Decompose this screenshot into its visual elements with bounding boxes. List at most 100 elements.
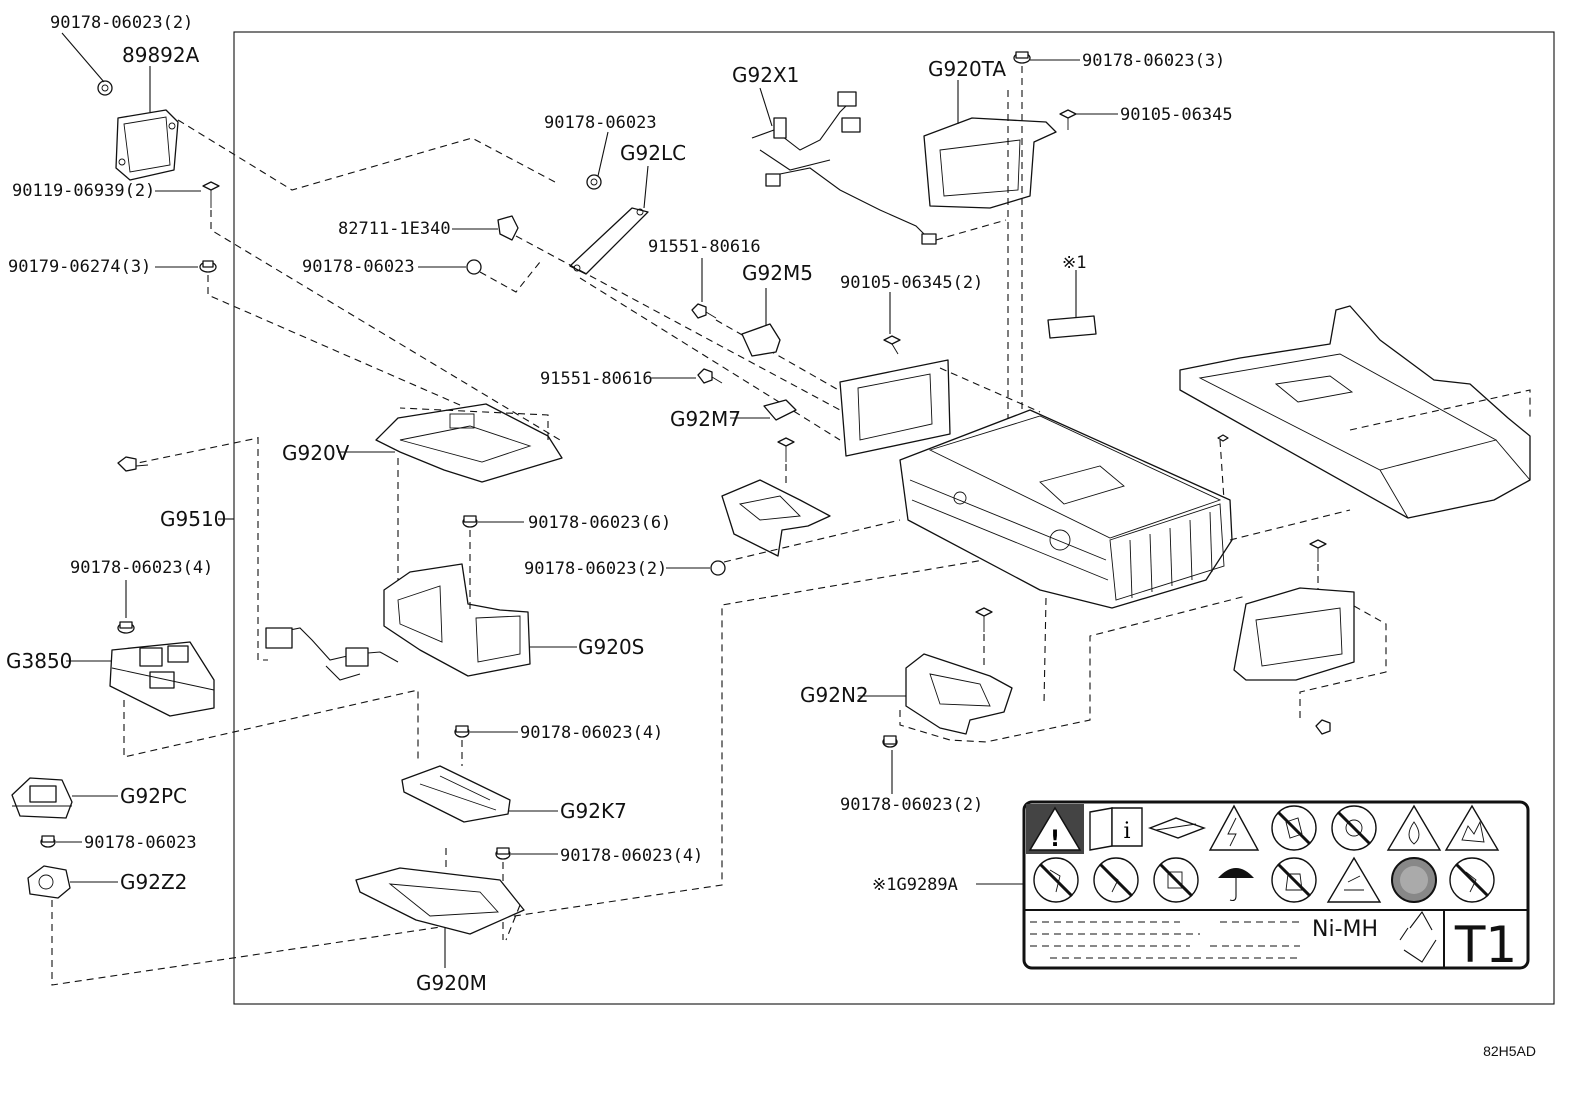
no-water-icon <box>1271 857 1317 903</box>
callout-label: 90178-06023(4) <box>560 846 703 866</box>
nut-icon <box>495 847 511 860</box>
callout-label: G9510 <box>160 507 226 531</box>
bolt-icon <box>975 607 993 632</box>
connector-g92z2-part <box>27 865 71 899</box>
svg-text:i: i <box>1123 819 1130 844</box>
bolt-icon <box>117 456 149 472</box>
callout-label: G920V <box>282 441 350 465</box>
connector-g92pc-part <box>11 777 73 819</box>
bolt-icon <box>1309 539 1327 562</box>
wire-harness-g92x1-part <box>751 91 937 245</box>
callout-label: G92LC <box>620 141 686 165</box>
flammable-icon <box>1386 804 1442 851</box>
diagram-frame <box>233 31 1555 1005</box>
flange-nut-icon <box>199 260 217 273</box>
nut-icon <box>454 725 470 738</box>
callout-label: G920M <box>416 971 487 995</box>
bracket-part <box>839 359 951 457</box>
read-manual-icon: i <box>1089 807 1143 851</box>
nut-icon <box>462 515 478 528</box>
bolt-icon <box>1217 434 1229 442</box>
callout-label: G3850 <box>6 649 72 673</box>
callout-label: 90178-06023(3) <box>1082 51 1225 71</box>
bolt-icon <box>697 368 723 384</box>
callout-label: 91551-80616 <box>540 369 653 389</box>
nut-icon <box>586 174 602 190</box>
callout-label: 90119-06939(2) <box>12 181 155 201</box>
callout-label: 90105-06345(2) <box>840 273 983 293</box>
callout-label: 90178-06023(4) <box>520 723 663 743</box>
callout-label: 90105-06345 <box>1120 105 1233 125</box>
callout-label: G92M7 <box>670 407 741 431</box>
tray-g920v-part <box>375 403 563 483</box>
sensor-g92m5-part <box>741 323 781 357</box>
bolt-icon <box>883 335 901 355</box>
bolt-icon <box>691 303 717 319</box>
callout-label: 89892A <box>122 43 200 67</box>
high-voltage-icon <box>1208 804 1260 851</box>
callout-label: G92PC <box>120 784 187 808</box>
callout-label: G92Z2 <box>120 870 187 894</box>
callout-label: ※1 <box>1062 253 1086 273</box>
callout-label: G920S <box>578 635 644 659</box>
bolt-icon <box>1315 719 1331 735</box>
callout-label: G92M5 <box>742 261 813 285</box>
diagram-code: 82H5AD <box>1483 1043 1536 1059</box>
wire-harness-part <box>265 627 399 681</box>
callout-label: 90178-06023 <box>544 113 657 133</box>
label-code: T1 <box>1454 916 1517 974</box>
callout-label: G92X1 <box>732 63 799 87</box>
nut-icon <box>466 259 482 275</box>
no-step-icon <box>1033 857 1079 903</box>
keep-dry-icon <box>1218 868 1254 902</box>
nut-icon <box>710 560 726 576</box>
no-sit-icon <box>1153 857 1199 903</box>
recycle-icon <box>1399 910 1437 963</box>
nut-icon <box>97 80 113 96</box>
corrosive-icon <box>1326 856 1382 903</box>
no-disassembly-icon <box>1331 805 1377 851</box>
callout-label: 90179-06274(3) <box>8 257 151 277</box>
nut-icon <box>882 735 898 748</box>
callout-label: 90178-06023 <box>302 257 415 277</box>
battery-stack-part <box>899 409 1233 609</box>
callout-label: 90178-06023 <box>84 833 197 853</box>
duct-g920ta-part <box>923 117 1057 209</box>
bolt-icon <box>1059 109 1077 130</box>
bar-g92lc-part <box>569 207 649 275</box>
callout-label: 91551-80616 <box>648 237 761 257</box>
callout-label: 82711-1E340 <box>338 219 451 239</box>
open-book-icon <box>1147 817 1207 839</box>
no-short-circuit-icon <box>1093 857 1139 903</box>
battery-tray-part <box>1179 305 1531 519</box>
callout-label: 90178-06023(6) <box>528 513 671 533</box>
bolt-icon <box>202 181 220 208</box>
caution-label-part <box>1047 315 1097 339</box>
svg-text:!: ! <box>1050 827 1060 852</box>
callout-label: 90178-06023(2) <box>840 795 983 815</box>
callout-label: 90178-06023(2) <box>50 13 193 33</box>
callout-label: G92N2 <box>800 683 869 707</box>
relay-block-g3850-part <box>109 641 215 717</box>
no-fire-icon <box>1391 857 1437 903</box>
label-text-lines <box>1030 921 1300 959</box>
plate-g920m-part <box>355 867 525 935</box>
no-touch-icon <box>1271 805 1317 851</box>
label-chemistry: Ni-MH <box>1312 917 1378 942</box>
clip-82711-part <box>497 215 519 241</box>
bracket-g92k7-part <box>401 765 511 823</box>
callout-label: G920TA <box>928 57 1006 81</box>
shield-part <box>721 479 831 557</box>
bracket-right-part <box>1233 587 1355 681</box>
bolt-icon <box>777 437 795 462</box>
nut-icon <box>40 835 56 848</box>
explosive-icon <box>1444 804 1500 851</box>
frame-g920s-part <box>383 563 531 677</box>
no-drop-icon <box>1449 857 1495 903</box>
nut-icon <box>117 621 135 634</box>
nut-icon <box>1013 51 1031 64</box>
shield-g92n2-part <box>905 653 1013 735</box>
callout-label: 90178-06023(2) <box>524 559 667 579</box>
callout-label: G92K7 <box>560 799 627 823</box>
